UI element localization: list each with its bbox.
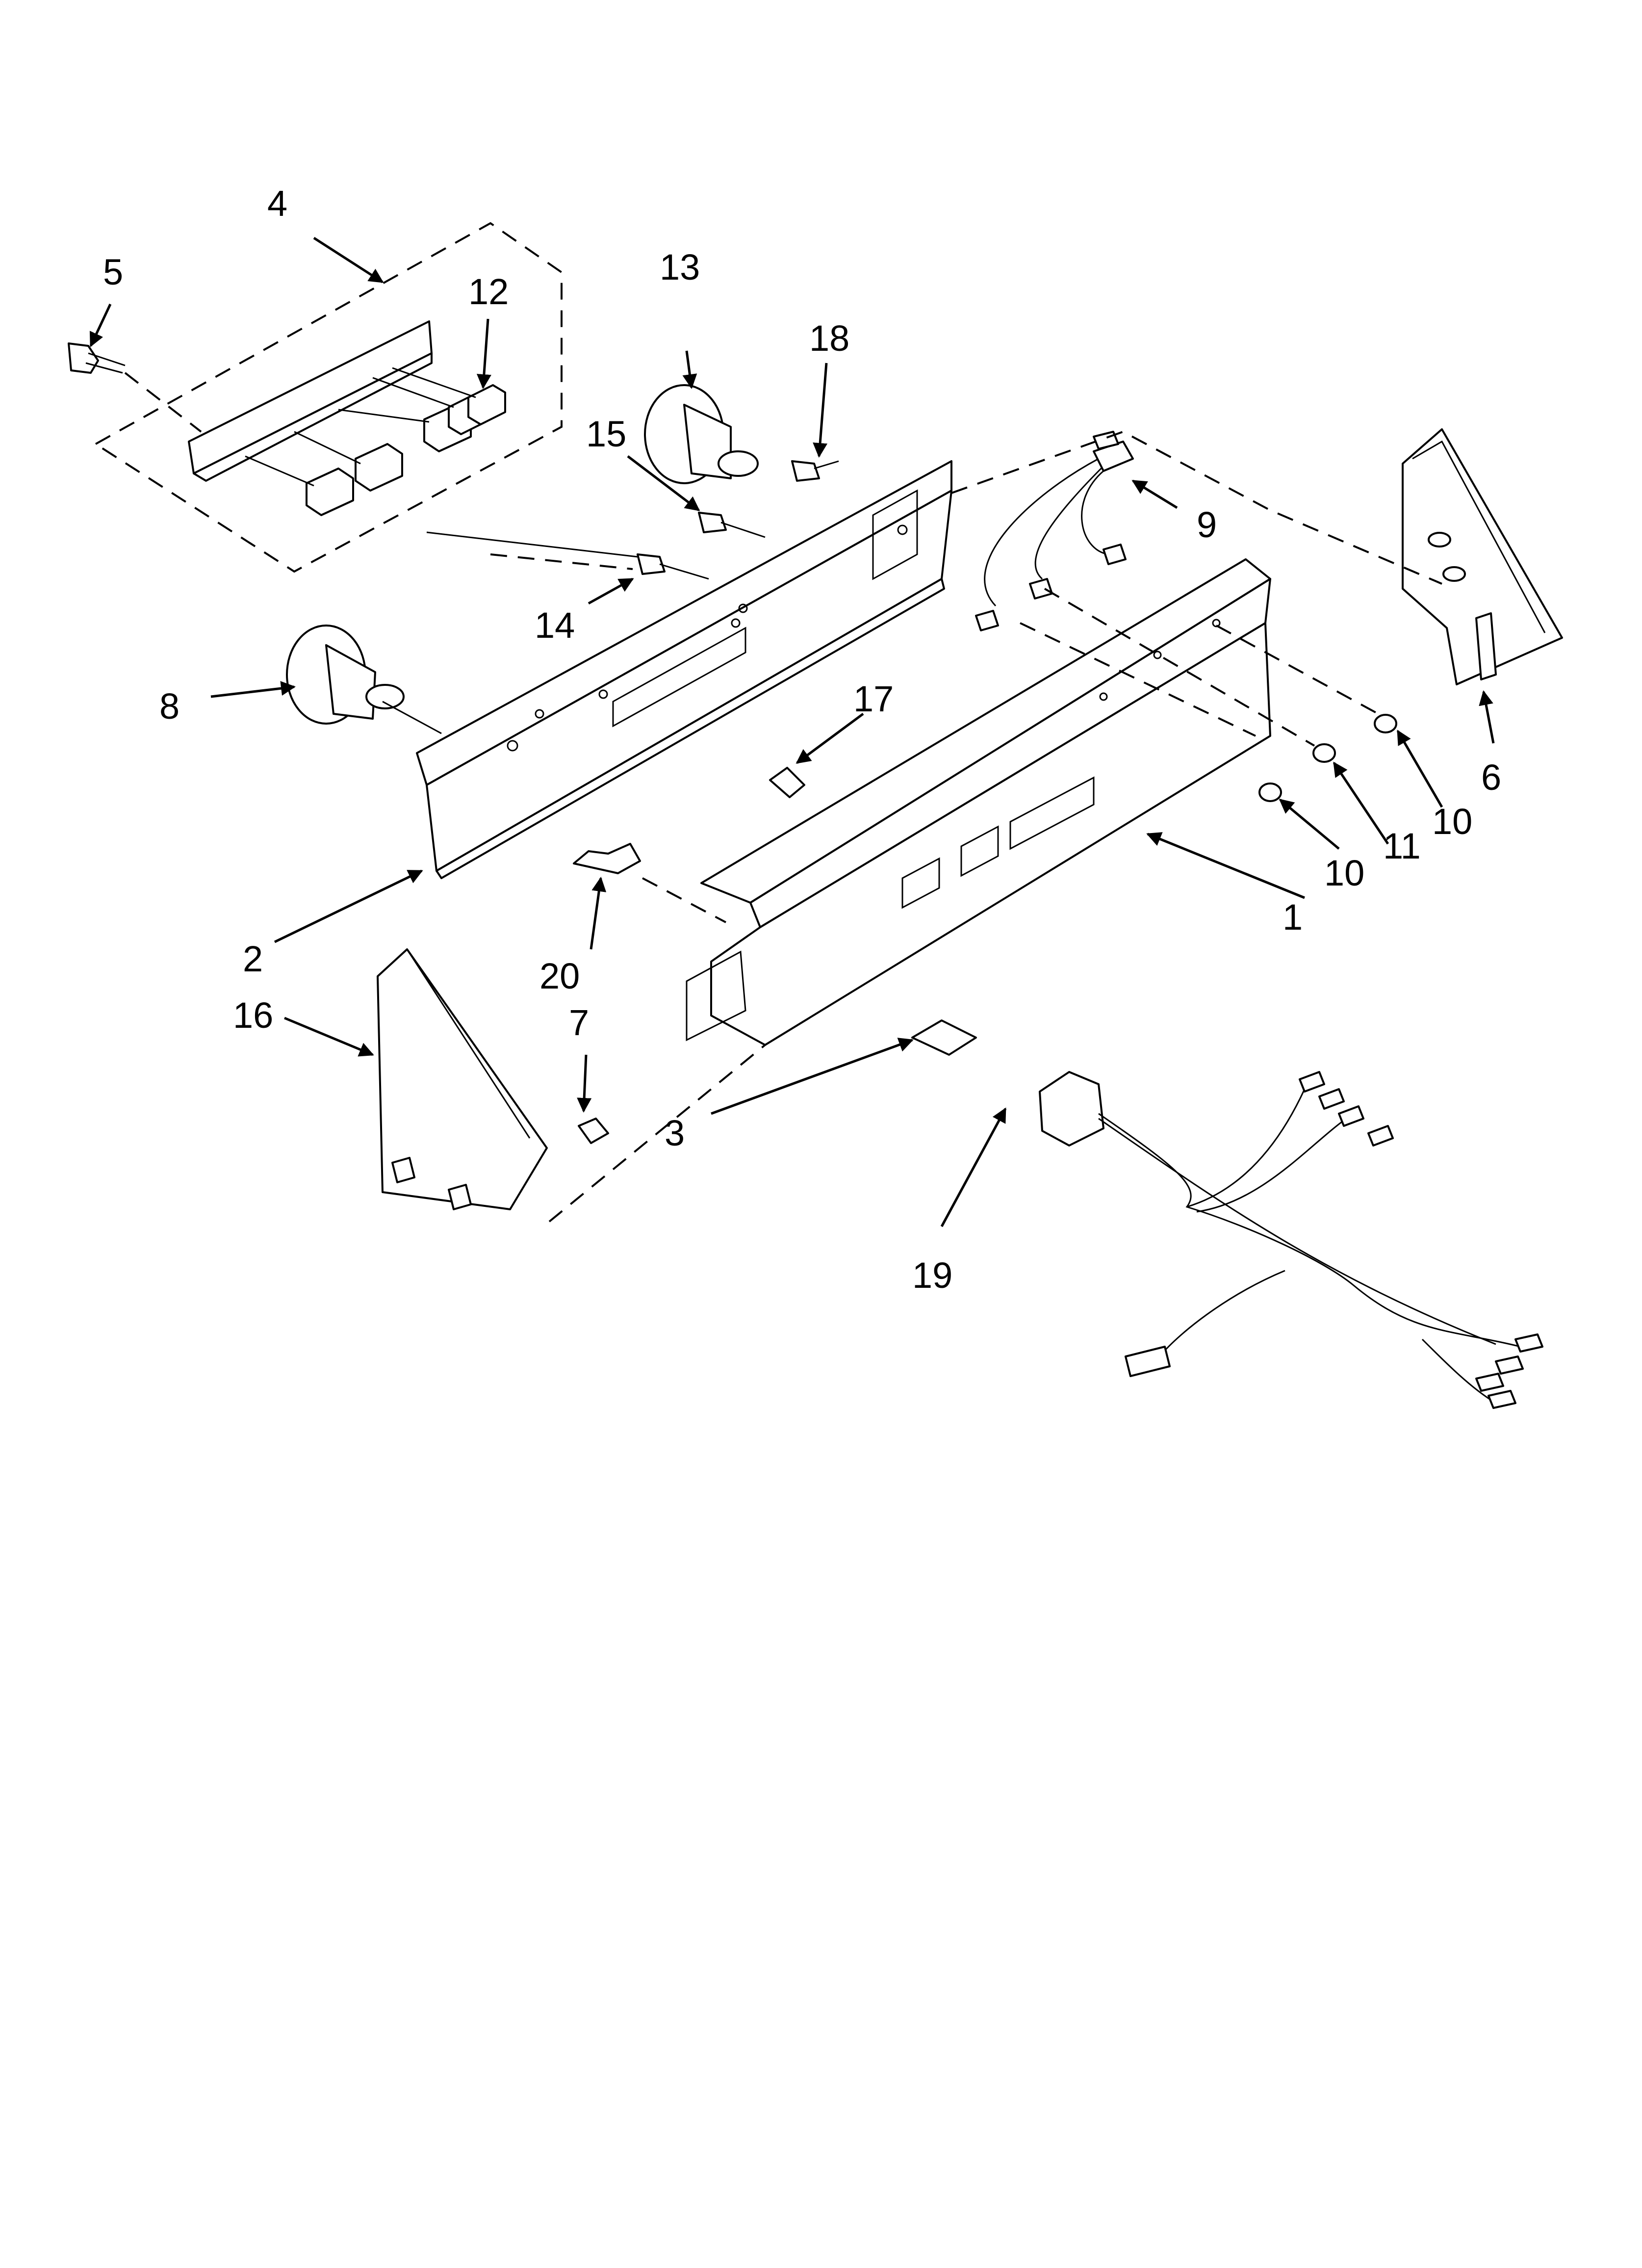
screw-10a xyxy=(1374,714,1397,733)
console-panel-1 xyxy=(686,558,1271,1046)
control-switch-13 xyxy=(644,384,759,484)
callout-labels: 1 2 3 4 5 6 7 8 9 10 10 11 12 13 14 15 1… xyxy=(103,183,1501,1296)
callout-19: 19 xyxy=(912,1255,952,1296)
assembly-lines xyxy=(124,372,1442,1223)
circuit-board-3 xyxy=(911,1019,977,1056)
control-bracket-2 xyxy=(416,460,952,879)
end-cap-16 xyxy=(377,948,548,1210)
callout-8: 8 xyxy=(159,686,180,727)
callout-6: 6 xyxy=(1481,757,1501,798)
callout-18: 18 xyxy=(809,318,849,359)
screw-5 xyxy=(68,342,126,374)
screw-15 xyxy=(698,512,766,538)
callout-3: 3 xyxy=(665,1113,685,1153)
clip-17 xyxy=(769,767,805,798)
callout-5: 5 xyxy=(103,252,123,292)
screw-7 xyxy=(578,1118,609,1144)
leader-lines xyxy=(89,236,1495,1227)
end-cap-6 xyxy=(1402,428,1563,685)
screw-11 xyxy=(1312,743,1336,763)
callout-10a: 10 xyxy=(1432,801,1472,842)
screw-10b xyxy=(1258,782,1282,802)
callout-11: 11 xyxy=(1383,826,1421,866)
callout-17: 17 xyxy=(853,678,894,719)
callout-16: 16 xyxy=(233,995,273,1036)
control-switch-8 xyxy=(286,625,405,725)
clip-20 xyxy=(573,843,641,874)
screw-18 xyxy=(791,460,839,482)
callout-14: 14 xyxy=(535,605,575,646)
screw-14 xyxy=(637,553,709,580)
wire-harness-9 xyxy=(975,431,1134,631)
callout-12: 12 xyxy=(468,271,509,312)
callout-10b: 10 xyxy=(1324,853,1364,893)
wire-harness-19 xyxy=(1039,1071,1543,1409)
callout-4: 4 xyxy=(267,183,287,224)
callout-15: 15 xyxy=(586,414,626,454)
switch-assembly xyxy=(188,320,506,516)
callout-7: 7 xyxy=(569,1002,589,1043)
switch-buttons xyxy=(245,367,506,516)
callout-2: 2 xyxy=(243,938,263,979)
harness-connectors xyxy=(1125,1071,1543,1409)
callout-13: 13 xyxy=(660,247,700,287)
switch-assembly-outline xyxy=(94,222,563,573)
callout-9: 9 xyxy=(1197,504,1217,545)
callout-20: 20 xyxy=(539,956,580,996)
callout-1: 1 xyxy=(1283,897,1303,938)
